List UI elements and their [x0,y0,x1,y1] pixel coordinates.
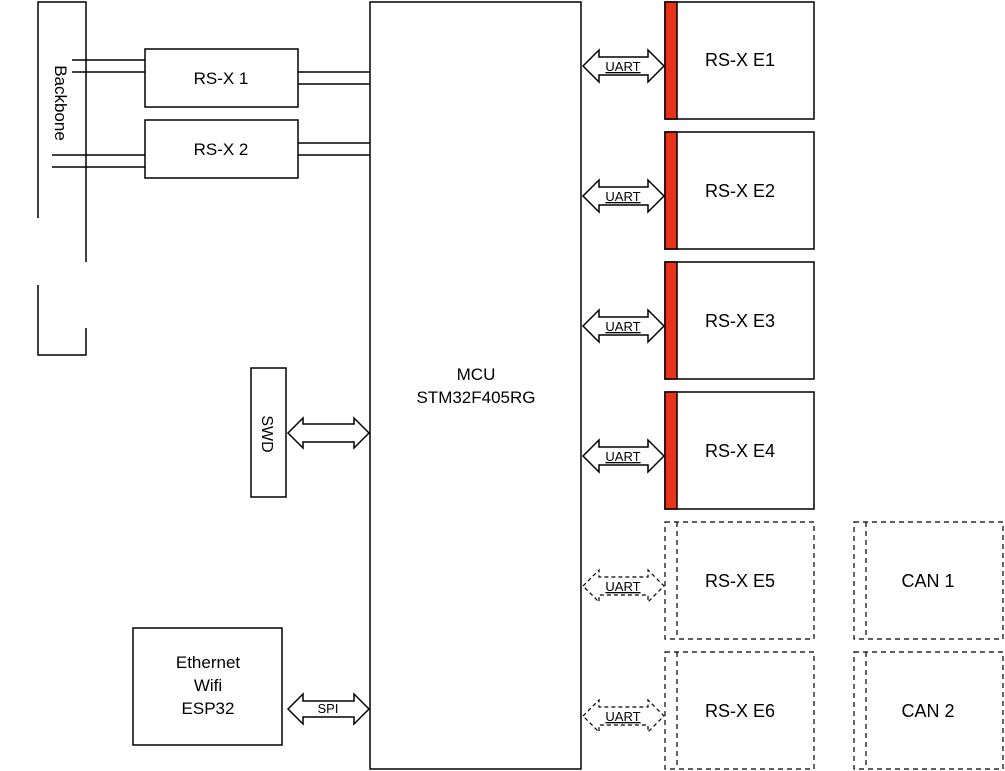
backbone-bus: Backbone [37,1,87,356]
network-module-line2: Wifi [194,676,222,695]
uart-label-e3: UART [605,319,640,334]
can-2-block: CAN 2 [853,651,1004,770]
uart-arrow-e2 [581,178,666,214]
uart-arrow-e5 [582,568,665,604]
expansion-e3: RS-X E3 UART [581,261,815,380]
uart-label-e6: UART [605,709,640,724]
uart-label-e1: UART [605,59,640,74]
mcu-part-number: STM32F405RG [416,388,535,407]
expansion-e1: RS-X E1 UART [581,1,815,120]
can-1-label: CAN 1 [901,571,954,591]
expansion-e6: RS-X E6 UART [582,651,815,770]
expansion-e6-label: RS-X E6 [705,701,775,721]
expansion-e2-label: RS-X E2 [705,181,775,201]
spi-arrow: SPI [286,692,371,726]
rs-x-1-label: RS-X 1 [194,69,249,88]
expansion-e5-label: RS-X E5 [705,571,775,591]
expansion-e1-label: RS-X E1 [705,50,775,70]
network-module-block: Ethernet Wifi ESP32 [132,627,283,746]
can-2-label: CAN 2 [901,701,954,721]
uart-label-e4: UART [605,449,640,464]
network-module-line1: Ethernet [176,653,241,672]
backbone-label: Backbone [51,65,70,141]
network-module-line3: ESP32 [182,699,235,718]
expansion-e4-label: RS-X E4 [705,441,775,461]
uart-arrow-e3 [581,308,666,344]
uart-arrow-e1 [581,48,666,84]
rs-x-internal-links [52,59,370,168]
mcu-label: MCU [457,365,496,384]
uart-label-e2: UART [605,189,640,204]
expansion-e5: RS-X E5 UART [582,521,815,640]
swd-block: SWD [250,367,287,498]
expansion-e3-label: RS-X E3 [705,311,775,331]
uart-arrow-e6 [582,698,665,734]
rs-x-1-block: RS-X 1 [144,48,299,108]
uart-label-e5: UART [605,579,640,594]
can-1-block: CAN 1 [853,521,1004,640]
swd-arrow [286,416,371,450]
uart-arrow-e4 [581,438,666,474]
expansion-e2: RS-X E2 UART [581,131,815,250]
expansion-e4: RS-X E4 UART [581,391,815,510]
spi-label: SPI [318,701,339,716]
rs-x-2-label: RS-X 2 [194,140,249,159]
mcu-block: MCU STM32F405RG [369,1,582,770]
rs-x-2-block: RS-X 2 [144,119,299,179]
swd-label: SWD [258,415,275,452]
